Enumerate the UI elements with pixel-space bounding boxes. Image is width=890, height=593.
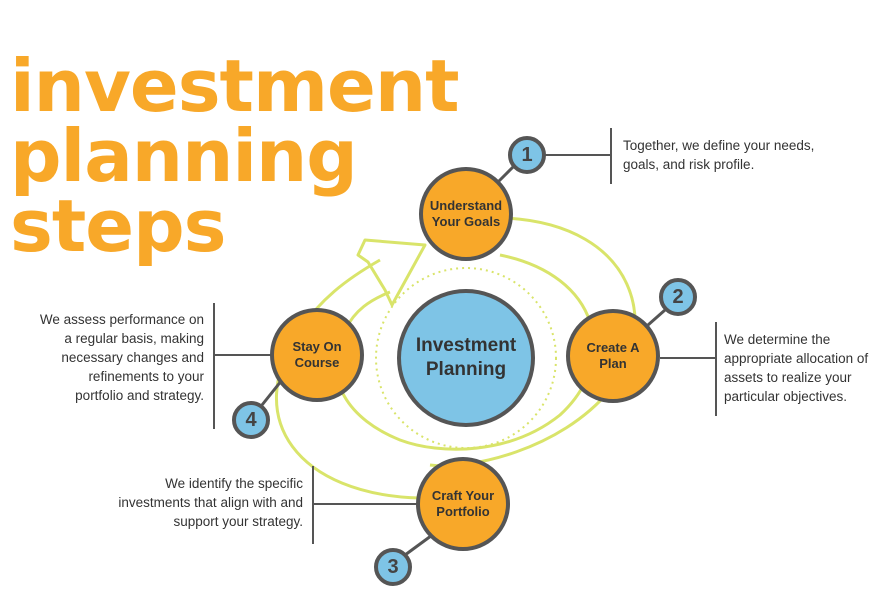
step-1-number: 1 [521,143,533,166]
step-4-desc-bar [213,303,215,429]
step-4-label: Stay On Course [292,339,342,370]
title-line-1: investment [10,44,460,128]
step-4-number: 4 [245,408,257,431]
center-dotted-ring [375,267,557,449]
step-3-label: Craft Your Portfolio [431,488,495,519]
step-2-desc-bar [715,322,717,416]
title-line-3: steps [10,184,226,268]
step-4-badge [232,401,270,439]
center-circle [397,289,535,427]
step-1-description: Together, we define your needs, goals, a… [623,138,815,172]
step-3-desc-bar [312,466,314,544]
cycle-arrow-head [356,238,427,307]
step-3-circle [416,457,510,551]
step-2-number: 2 [672,285,684,308]
step-2-badge [659,278,697,316]
step-2-circle [566,309,660,403]
step-1-badge [508,136,546,174]
title-line-2: planning [10,114,358,198]
step-3-badge [374,548,412,586]
step-1-label: Understand Your Goals [429,198,503,229]
step-2-label: Create A Plan [586,340,640,371]
center-label: Investment Planning [415,335,517,380]
step-1-circle [419,167,513,261]
step-1-desc-bar [610,128,612,184]
step-2-description: We determine the appropriate allocation … [724,332,869,404]
step-3-description: We identify the specific investments tha… [118,476,303,529]
step-4-circle [270,308,364,402]
step-4-description: We assess performance on a regular basis… [39,312,204,403]
step-3-number: 3 [387,555,399,578]
